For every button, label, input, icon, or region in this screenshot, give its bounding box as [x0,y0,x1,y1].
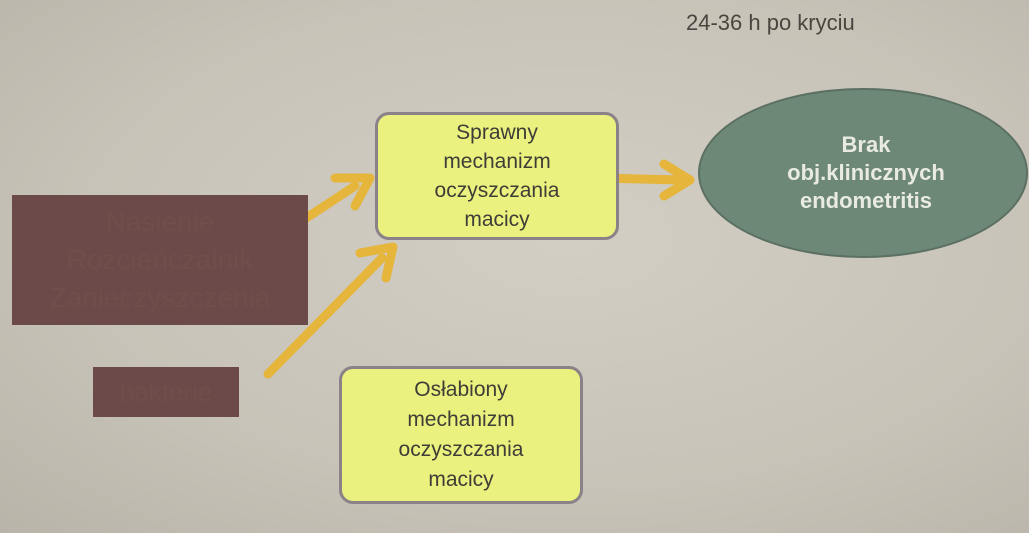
no-endometritis-outcome: Brak obj.klinicznych endometritis [698,88,1028,258]
box-line: oczyszczania [434,179,560,202]
box-line: mechanizm [443,150,551,173]
arrow-from-bacteria-box [263,242,398,379]
box-line: macicy [464,208,530,231]
box-line: mechanizm [407,408,515,431]
box-line: bakterie [119,376,213,407]
outcome-line: Brak [841,132,891,157]
bacteria-box: bakterie [93,367,239,417]
semen-diluent-contaminants-box: Nasienie Rozcieńczalnik Zanieczyszczenia [12,195,308,325]
timing-label: 24-36 h po kryciu [686,10,855,35]
box-line: Zanieczyszczenia [49,282,271,313]
efficient-clearance-box: Sprawny mechanizm oczyszczania macicy [375,112,619,240]
outcome-line: endometritis [799,188,933,213]
box-line: macicy [428,468,494,491]
box-line: Nasienie [105,206,215,237]
box-line: Sprawny [456,121,538,144]
box-line: oczyszczania [398,438,524,461]
box-line: Osłabiony [414,378,508,401]
weakened-clearance-box: Osłabiony mechanizm oczyszczania macicy [339,366,583,504]
outcome-line: obj.klinicznych [787,160,945,185]
box-line: Rozcieńczalnik [66,244,254,275]
